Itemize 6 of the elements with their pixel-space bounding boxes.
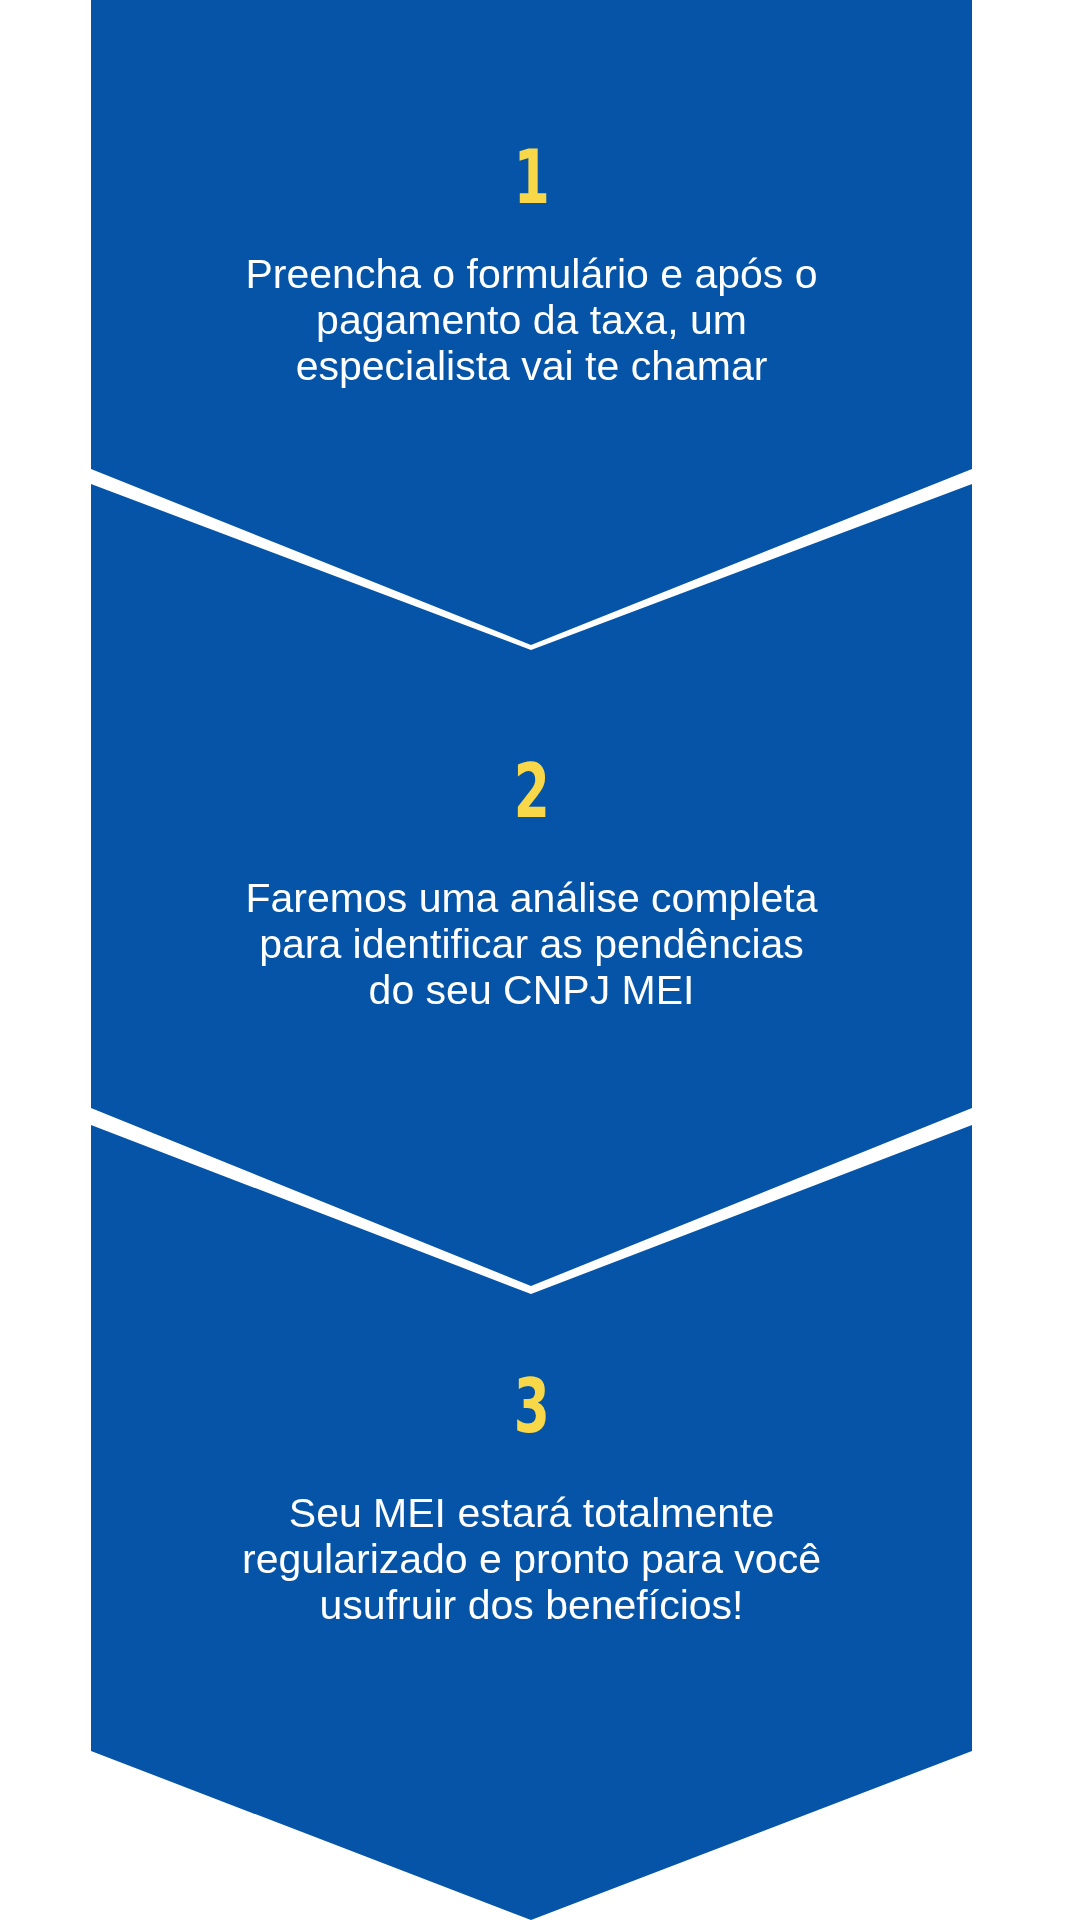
step-description: Faremos uma análise completa para identificar as pendências do seu CNPJ MEI bbox=[244, 876, 819, 1014]
step-description: Preencha o formulário e após o pagamento da taxa, um especialista vai te chamar bbox=[244, 252, 819, 390]
step-description: Seu MEI estará totalmente regularizado e pronto para você usufruir dos benefícios! bbox=[241, 1491, 822, 1629]
step-number: 1 bbox=[513, 140, 550, 214]
step-number: 2 bbox=[513, 754, 550, 828]
step-number: 3 bbox=[513, 1369, 550, 1443]
